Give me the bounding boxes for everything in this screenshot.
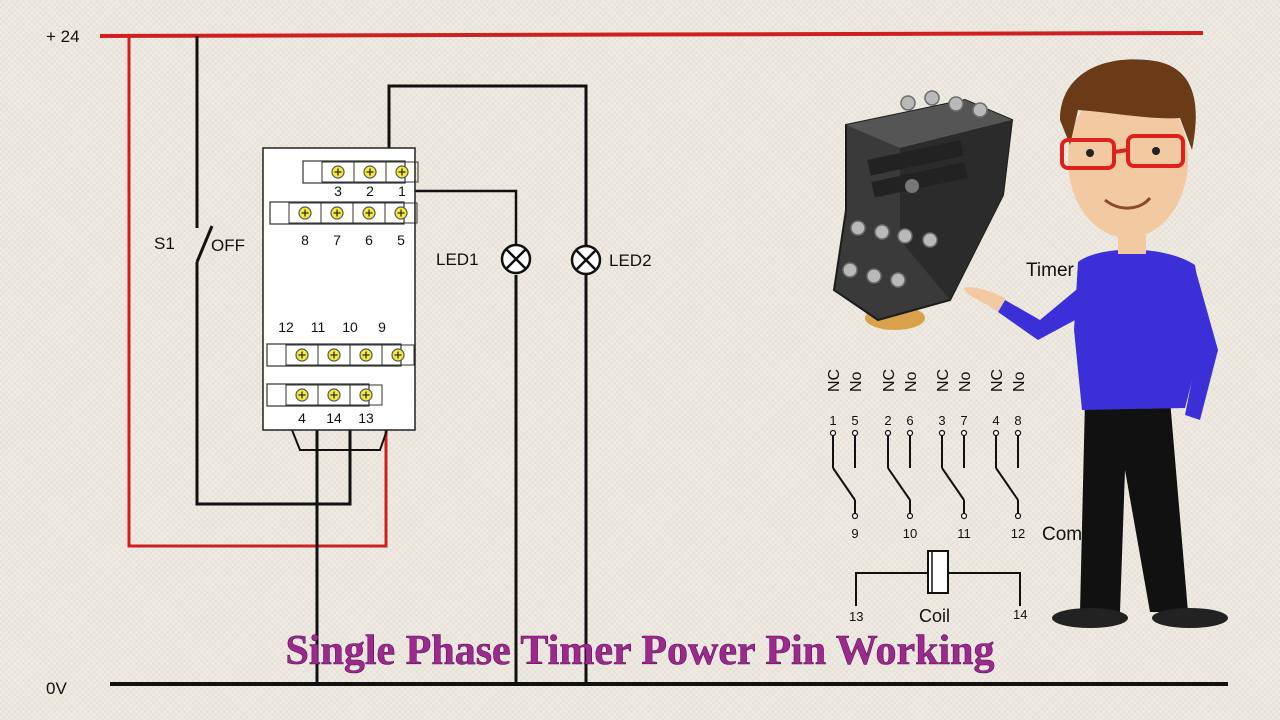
top-row-terminal-3 (321, 161, 355, 183)
contact-type-label: NC (881, 369, 898, 392)
third-row-terminal-12 (285, 344, 319, 366)
third-row-pin-label: 10 (342, 319, 358, 335)
contact-type-label: No (957, 371, 974, 392)
top-row-terminal-1 (385, 161, 419, 183)
second-row-pin-label: 5 (397, 232, 405, 248)
lamp-led1-label: LED1 (436, 250, 479, 269)
contact-nc-pin: 3 (938, 413, 945, 428)
presenter-glasses-left (1060, 138, 1116, 170)
presenter-hand (964, 287, 1005, 312)
third-row-pin-label: 9 (378, 319, 386, 335)
coil-pin-14: 14 (1013, 607, 1027, 622)
positive-rail-label: + 24 (46, 27, 80, 46)
second-row-terminal-6 (352, 202, 386, 224)
lamp-led2 (570, 244, 602, 276)
coil-symbol (927, 550, 949, 594)
contact-nc-pin: 2 (884, 413, 891, 428)
lamp-led1 (500, 243, 532, 275)
bottom-row-terminal-14 (317, 384, 351, 406)
timer-relay-image (832, 90, 1014, 330)
third-row-pin-label: 11 (311, 319, 326, 335)
presenter-shirt (1074, 249, 1205, 410)
bottom-row-terminal-13 (349, 384, 383, 406)
third-row-terminal-9 (381, 344, 415, 366)
switch-name: S1 (154, 234, 175, 253)
switch-blade (195, 225, 214, 263)
common-label: Com (1042, 524, 1082, 545)
contact-type-label: NC (989, 369, 1006, 392)
contact-no-pin: 7 (960, 413, 967, 428)
coil-label: Coil (919, 606, 950, 626)
top-row-pin-label: 1 (398, 183, 406, 199)
second-row-terminal-8 (288, 202, 322, 224)
timer-base-terminals: 3 2 1 8 7 6 5 12 11 10 9 4 14 13 (266, 160, 419, 426)
contact-common-pin: 11 (957, 526, 971, 541)
contact-nc-pin: 4 (992, 413, 999, 428)
bottom-row-pin-label: 4 (298, 410, 306, 426)
second-row-pin-label: 6 (365, 232, 373, 248)
presenter-character: Timer (964, 59, 1228, 628)
contact-type-label: No (848, 371, 865, 392)
contact-nc-pin: 1 (829, 413, 836, 428)
contact-no-pin: 8 (1014, 413, 1021, 428)
wire-pin1-to-led2 (387, 84, 588, 245)
second-row-pin-label: 8 (301, 232, 309, 248)
contact-type-label: No (903, 371, 920, 392)
contact-no-pin: 5 (851, 413, 858, 428)
wire-positive-to-pin9 (127, 36, 388, 548)
bottom-row-pin-label: 14 (326, 410, 342, 426)
presenter-hair (1060, 59, 1196, 150)
top-row-pin-label: 3 (334, 183, 342, 199)
presenter-smile (1104, 196, 1152, 210)
coil-bridge-wire (291, 429, 388, 451)
presenter-left-shoe (1052, 608, 1128, 628)
contact-common-pin: 10 (903, 526, 917, 541)
contact-type-label: NC (935, 369, 952, 392)
third-row-terminal-10 (349, 344, 383, 366)
presenter-legs (1080, 400, 1188, 612)
presenter-label: Timer (1026, 260, 1075, 281)
contact-type-label: No (1011, 371, 1028, 392)
lamp-led2-label: LED2 (609, 251, 652, 270)
switch-state: OFF (211, 236, 245, 255)
coil-wire-right (948, 572, 1021, 606)
coil-wire-left (855, 572, 928, 606)
contact-no-pin: 6 (906, 413, 913, 428)
third-row-pin-label: 12 (278, 319, 294, 335)
contact-type-label: NC (826, 369, 843, 392)
ground-rail-label: 0V (46, 679, 67, 698)
positive-rail (99, 31, 1204, 38)
coil-pin-13: 13 (849, 609, 863, 624)
second-row-terminal-5 (384, 202, 418, 224)
presenter-arm (998, 285, 1090, 340)
presenter-right-shoe (1152, 608, 1228, 628)
bottom-row-pin-label: 13 (358, 410, 374, 426)
timer-base (262, 147, 416, 431)
contact-common-pin: 9 (851, 526, 858, 541)
top-row-pin-label: 2 (366, 183, 374, 199)
contact-common-pin: 12 (1011, 526, 1025, 541)
second-row-pin-label: 7 (333, 232, 341, 248)
diagram-title: Single Phase Timer Power Pin Working (285, 628, 994, 674)
